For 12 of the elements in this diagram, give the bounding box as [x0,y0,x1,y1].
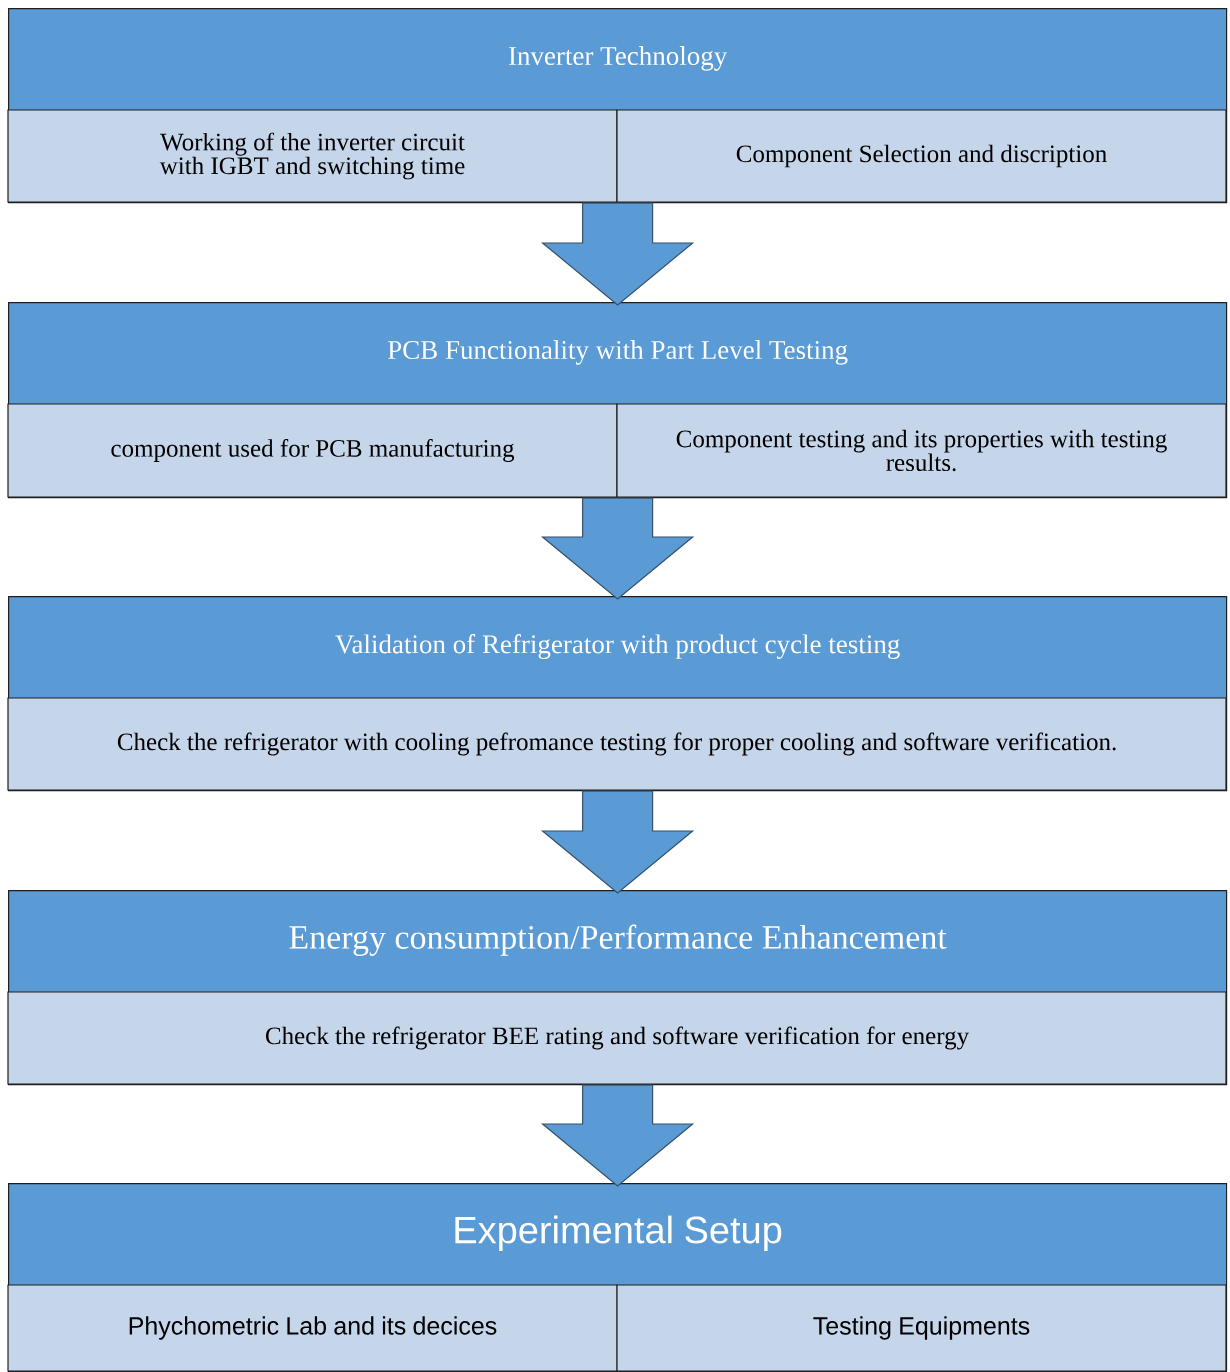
item-box: Component Selection and discription [616,109,1227,203]
block-arrow [540,497,695,600]
item-box: Phychometric Lab and its decices [7,1284,618,1372]
item-box: Testing Equipments [616,1284,1227,1372]
item-box: Check the refrigerator with cooling pefromance testing for proper cooling and software verification. [7,697,1227,791]
block-arrow [540,1084,695,1187]
item-box: Component testing and its properties with testing results. [616,403,1227,498]
item-box: Check the refrigerator BEE rating and software verification for energy [7,991,1227,1085]
item-box: Working of the inverter circuit with IGBT and switching time [7,109,618,203]
block-arrow [540,790,695,894]
block-arrow [540,202,695,306]
item-box: component used for PCB manufacturing [7,403,618,498]
